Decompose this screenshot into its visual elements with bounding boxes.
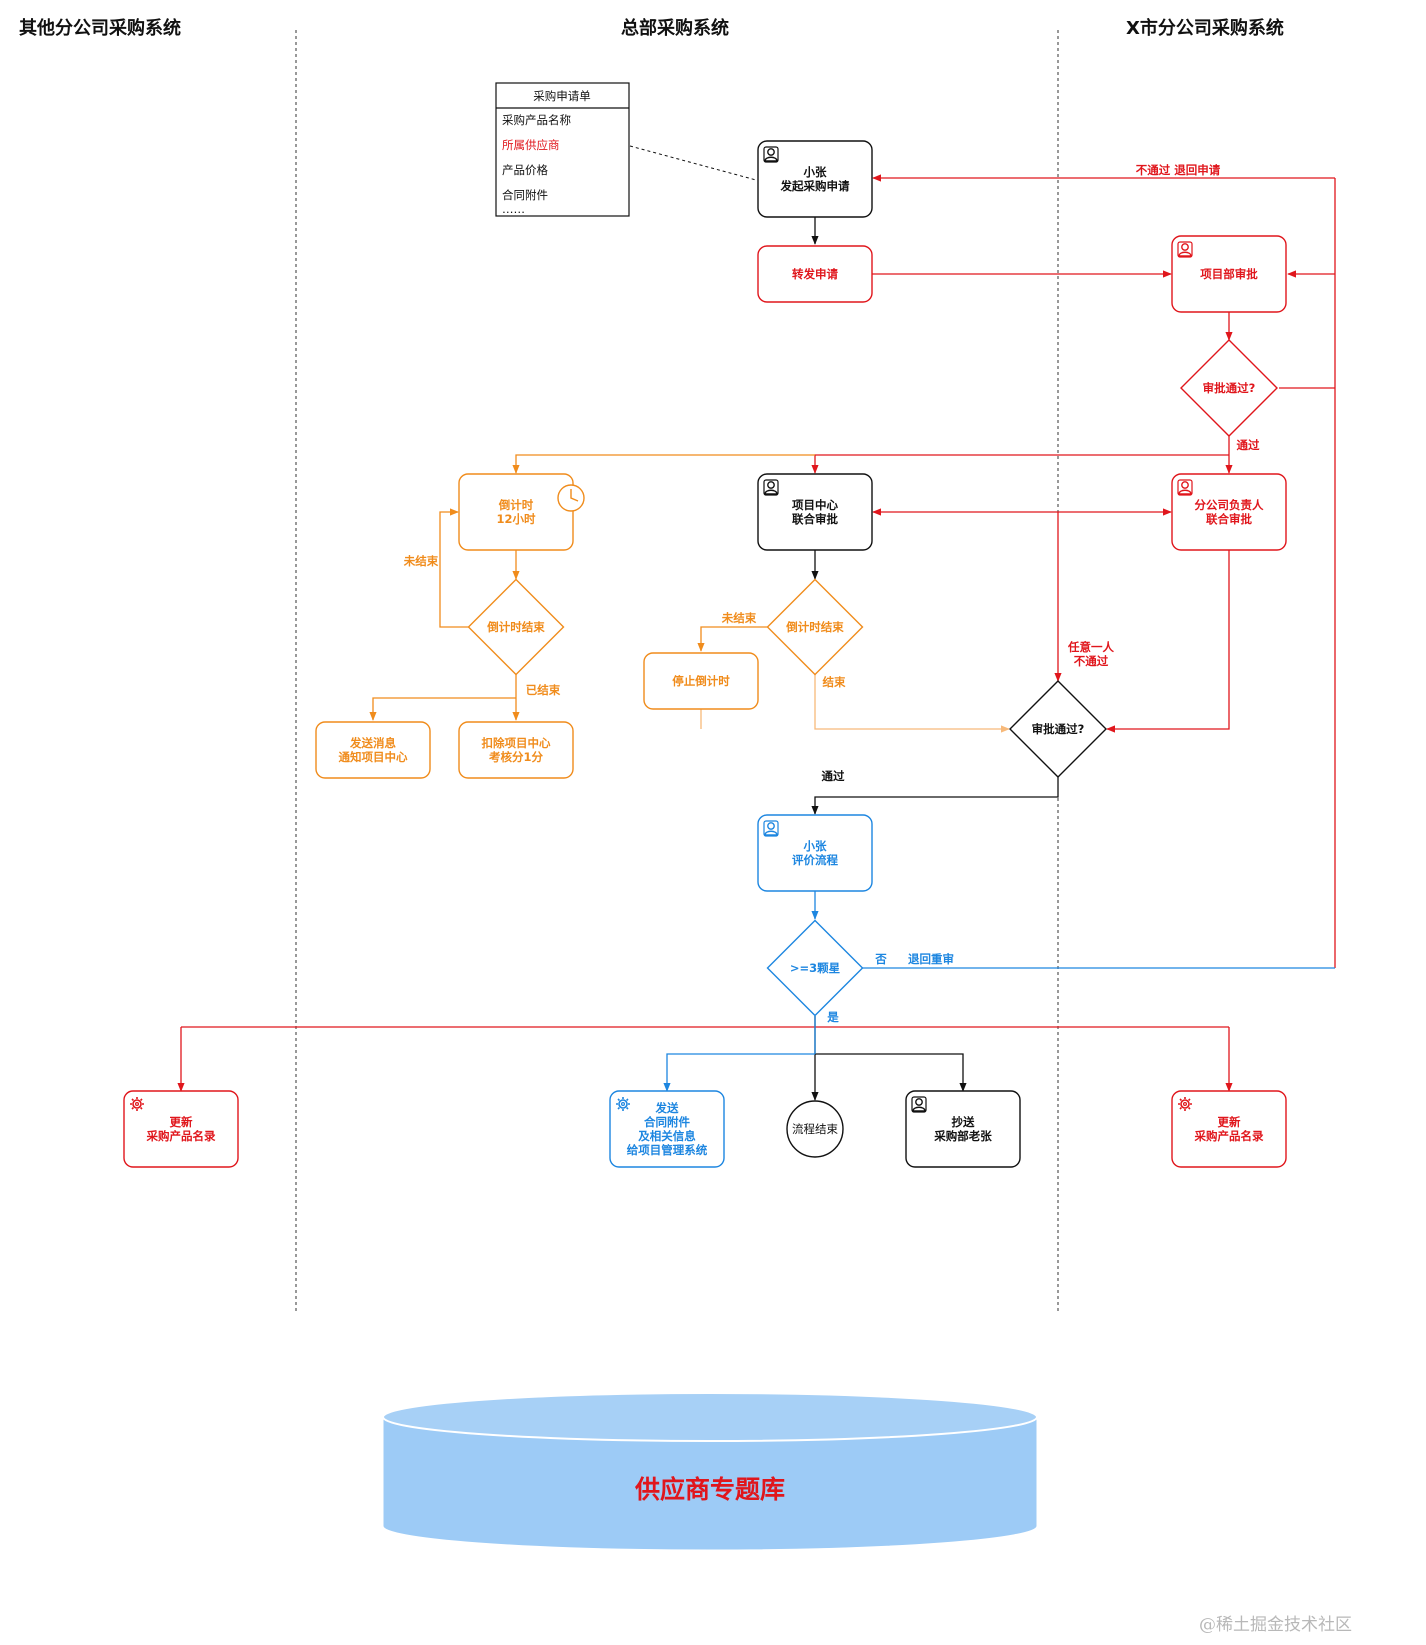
- database-label: 供应商专题库: [634, 1475, 785, 1504]
- node-n-end[interactable]: 流程结束: [786, 1100, 844, 1158]
- edge-label-anyone-reject: 任意一人: [1067, 640, 1114, 654]
- edge-label-not-ended1: 未结束: [403, 554, 439, 568]
- node-d-timer-end1[interactable]: 倒计时结束: [467, 578, 565, 676]
- node-label: 采购产品名录: [1194, 1129, 1264, 1143]
- nodes-layer: 小张发起采购申请转发申请项目部审批审批通过?倒计时12小时项目中心联合审批分公司…: [123, 140, 1287, 1168]
- connector-edge: [697, 626, 768, 652]
- node-label: 小张: [803, 839, 827, 853]
- node-label: 给项目管理系统: [627, 1143, 708, 1157]
- node-label: 评价流程: [792, 853, 838, 867]
- node-label: 采购产品名录: [146, 1129, 216, 1143]
- lane-header-center: 总部采购系统: [621, 17, 729, 39]
- connector-edge: [439, 508, 469, 628]
- node-label: 及相关信息: [638, 1129, 696, 1143]
- node-d-timer-end2[interactable]: 倒计时结束: [766, 578, 864, 676]
- connector-edge: [1106, 550, 1230, 733]
- edge-label-ended2: 结束: [822, 675, 846, 689]
- edge-label-not-ended2: 未结束: [721, 611, 757, 625]
- watermark: @稀土掘金技术社区: [1199, 1615, 1352, 1635]
- node-label: 12小时: [496, 512, 536, 526]
- connector-edge: [815, 1053, 967, 1092]
- node-label: 更新: [1218, 1115, 1241, 1129]
- edge-label-pass2: 通过: [822, 769, 845, 783]
- edge-label-pass1: 通过: [1237, 438, 1260, 452]
- supplier-database: 供应商专题库: [382, 1392, 1038, 1551]
- node-label: 考核分1分: [489, 750, 544, 764]
- node-label: 联合审批: [792, 512, 838, 526]
- node-label: 更新: [170, 1115, 193, 1129]
- node-label: 审批通过?: [1203, 381, 1256, 395]
- node-d-approve1[interactable]: 审批通过?: [1180, 339, 1278, 437]
- connector-edge: [663, 1053, 815, 1092]
- form-field: 产品价格: [502, 163, 548, 177]
- node-d-approve2[interactable]: 审批通过?: [1009, 680, 1107, 778]
- node-label: 发送: [655, 1101, 679, 1115]
- purchase-request-form: 采购申请单 采购产品名称 所属供应商 产品价格 合同附件 ……: [495, 82, 630, 217]
- edge-label-re-review: 退回重审: [908, 952, 954, 966]
- node-label: 流程结束: [792, 1122, 838, 1136]
- form-field-supplier: 所属供应商: [502, 138, 560, 152]
- node-label: 抄送: [952, 1115, 975, 1129]
- node-d-stars[interactable]: >=3颗星: [766, 919, 864, 1017]
- node-label: 发起采购申请: [780, 179, 850, 193]
- lane-header-right: X市分公司采购系统: [1126, 17, 1284, 39]
- edge-label-yes: 是: [826, 1010, 839, 1024]
- node-label: 小张: [803, 165, 827, 179]
- connector-edge: [512, 454, 815, 474]
- node-n-forward[interactable]: 转发申请: [757, 245, 873, 303]
- node-label: 转发申请: [792, 267, 838, 281]
- edge-label-anyone-reject-2: 不通过: [1074, 654, 1109, 668]
- node-label: 项目部审批: [1200, 267, 1258, 281]
- node-label: 发送消息: [349, 736, 396, 750]
- edge-label-no: 否: [874, 952, 887, 966]
- node-label: 倒计时结束: [785, 620, 844, 634]
- edge-label-reject-return: 不通过 退回申请: [1136, 163, 1221, 177]
- node-label: 联合审批: [1206, 512, 1252, 526]
- connector-edge: [811, 777, 1059, 815]
- node-label: 采购部老张: [933, 1129, 992, 1143]
- edge-label-ended1: 已结束: [526, 683, 561, 697]
- form-connector: [629, 145, 757, 181]
- form-title: 采购申请单: [533, 89, 591, 103]
- node-label: 分公司负责人: [1195, 498, 1264, 512]
- edges-layer: [177, 174, 1336, 1101]
- node-label: 倒计时结束: [486, 620, 545, 634]
- connector-edge: [811, 454, 1229, 474]
- lane-header-left: 其他分公司采购系统: [19, 17, 181, 39]
- node-label: 通知项目中心: [339, 750, 408, 764]
- node-n-stop[interactable]: 停止倒计时: [643, 652, 759, 710]
- node-label: >=3颗星: [790, 961, 840, 975]
- form-field: ……: [502, 202, 525, 216]
- connector-edge: [369, 697, 516, 721]
- form-field: 合同附件: [502, 188, 548, 202]
- node-label: 合同附件: [644, 1115, 690, 1129]
- node-label: 停止倒计时: [672, 674, 730, 688]
- form-field: 采购产品名称: [502, 113, 571, 127]
- node-label: 审批通过?: [1032, 722, 1085, 736]
- node-label: 扣除项目中心: [482, 736, 551, 750]
- node-label: 倒计时: [498, 498, 534, 512]
- node-n-dept[interactable]: 项目部审批: [1171, 235, 1287, 313]
- node-label: 项目中心: [792, 498, 838, 512]
- clock-icon: [557, 484, 585, 512]
- connector-edge: [814, 674, 1010, 733]
